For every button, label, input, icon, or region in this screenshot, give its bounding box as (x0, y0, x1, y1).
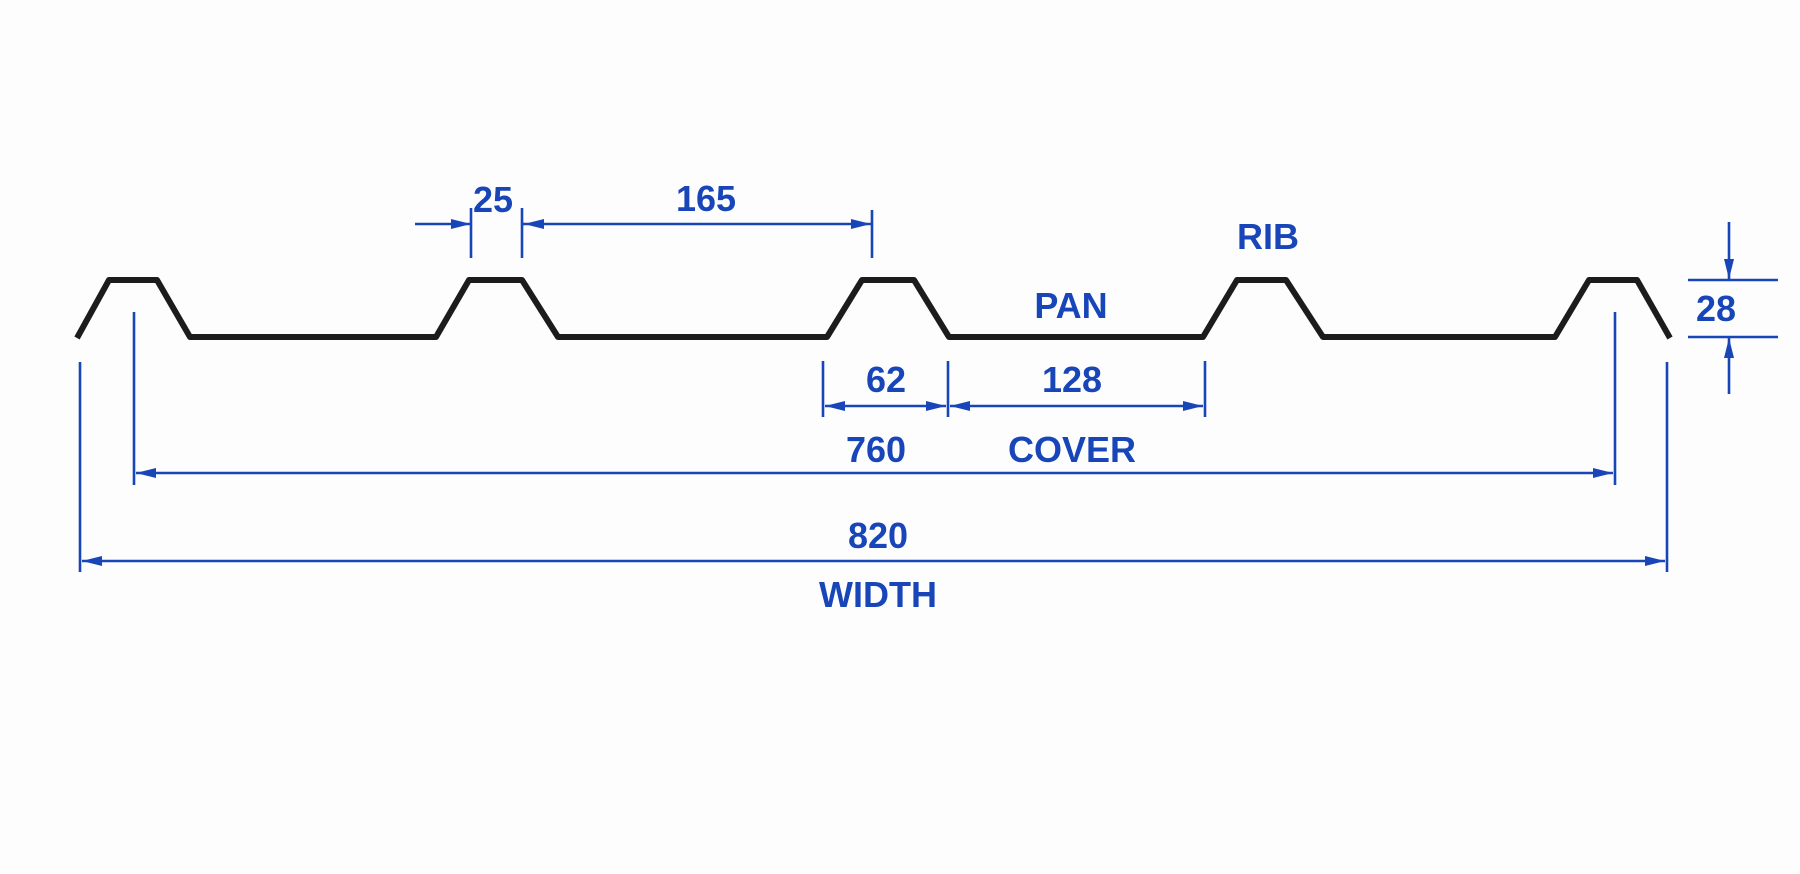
height-label: 28 (1696, 288, 1736, 329)
sheet-profile (74, 277, 1673, 340)
rib-base-label: 62 (866, 359, 906, 400)
cover-value-label: 760 (846, 429, 906, 470)
width-value-label: 820 (848, 515, 908, 556)
pitch-label: 165 (676, 178, 736, 219)
pan-label: PAN (1034, 285, 1107, 326)
width-label: WIDTH (819, 574, 937, 615)
pan-width-label: 128 (1042, 359, 1102, 400)
crest-width-label: 25 (473, 179, 513, 220)
cover-label: COVER (1008, 429, 1136, 470)
rib-label: RIB (1237, 216, 1299, 257)
